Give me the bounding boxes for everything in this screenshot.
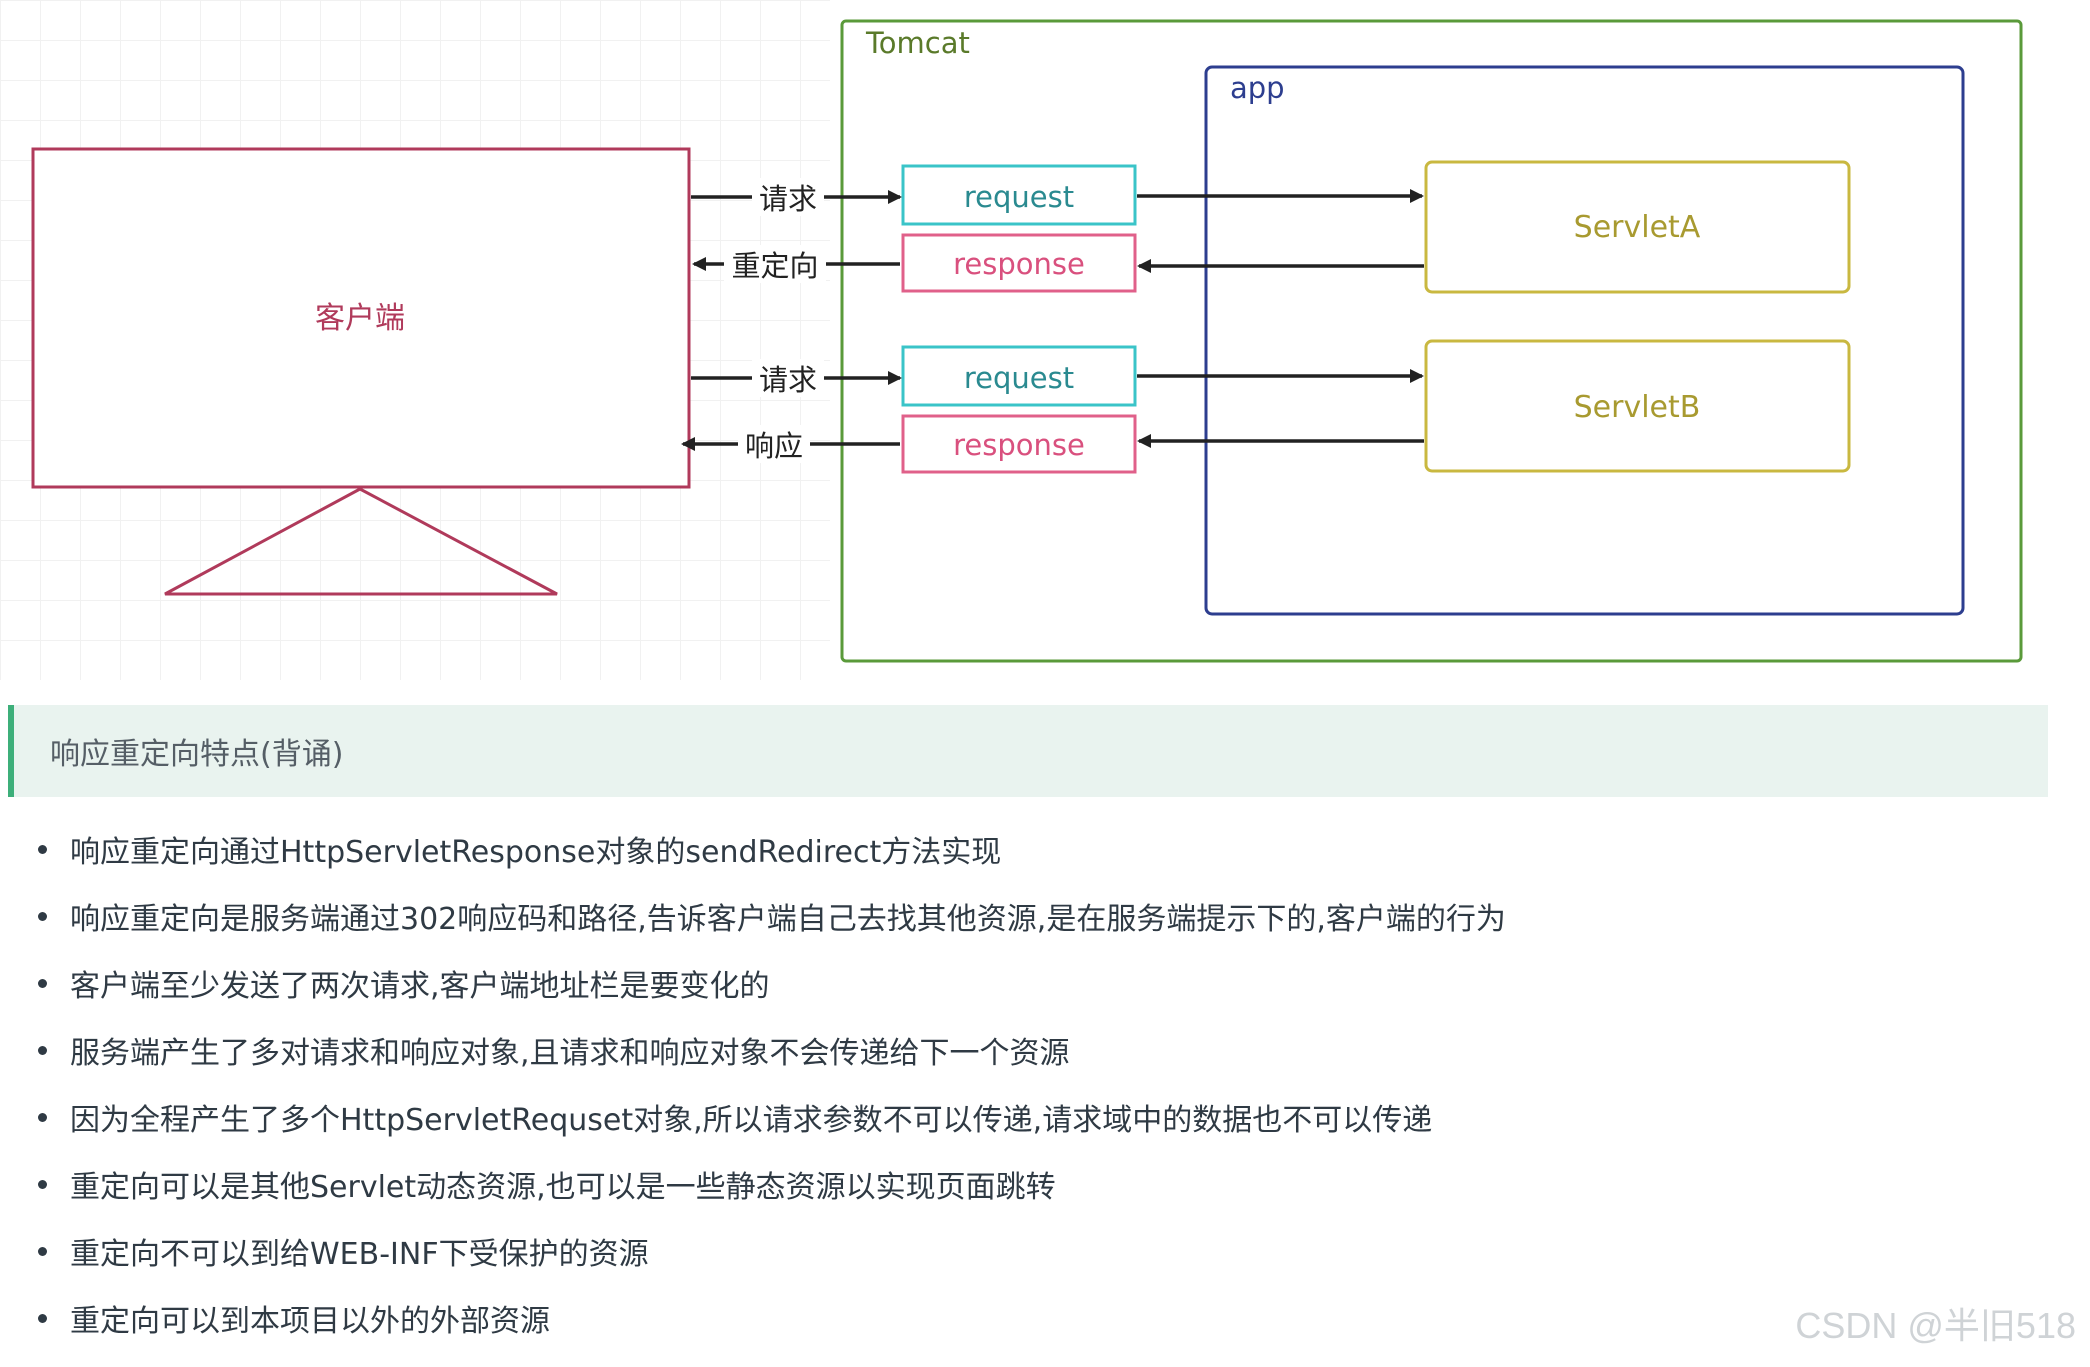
list-item-text: 响应重定向通过HttpServletResponse对象的sendRedirec… [70,834,1002,870]
edge-label-bg [738,425,810,463]
edge-label-response: 响应 [745,429,803,463]
notes-list: 响应重定向通过HttpServletResponse对象的sendRedirec… [0,815,2000,1351]
client-monitor-stand [164,487,558,596]
list-item-text: 重定向不可以到给WEB-INF下受保护的资源 [70,1236,649,1272]
redirect-diagram: 客户端 Tomcat app ServletA ServletB request… [0,0,2023,680]
list-item: 重定向可以是其他Servlet动态资源,也可以是一些静态资源以实现页面跳转 [0,1150,2000,1217]
bullet-icon [38,1314,47,1323]
app-container [1204,65,1965,616]
diagram-canvas: 客户端 Tomcat app ServletA ServletB request… [0,0,2023,680]
client-label: 客户端 [315,301,405,336]
response-box-2 [901,414,1137,474]
bullet-icon [38,912,47,921]
list-item: 因为全程产生了多个HttpServletRequset对象,所以请求参数不可以传… [0,1083,2000,1150]
request-label-1: request [964,180,1074,214]
servlet-b-label: ServletB [1574,390,1701,425]
list-item: 重定向可以到本项目以外的外部资源 [0,1284,2000,1351]
tomcat-container [840,19,2023,663]
list-item: 响应重定向通过HttpServletResponse对象的sendRedirec… [0,815,2000,882]
servlet-a-box [1424,160,1851,294]
edge-label-bg [724,245,826,283]
response-label-1: response [953,247,1085,281]
tomcat-label: Tomcat [865,26,970,60]
bullet-icon [38,1113,47,1122]
bullet-icon [38,845,47,854]
notes-header-title: 响应重定向特点(背诵) [50,737,344,772]
request-box-1 [901,164,1137,226]
bullet-icon [38,979,47,988]
list-item-text: 因为全程产生了多个HttpServletRequset对象,所以请求参数不可以传… [70,1102,1433,1138]
watermark: CSDN @半旧518 [1795,1305,2076,1346]
request-box-2 [901,345,1137,407]
notes-header: 响应重定向特点(背诵) [8,705,2048,797]
list-item: 服务端产生了多对请求和响应对象,且请求和响应对象不会传递给下一个资源 [0,1016,2000,1083]
client-box [31,147,691,489]
response-box-1 [901,233,1137,293]
list-item-text: 客户端至少发送了两次请求,客户端地址栏是要变化的 [70,968,770,1004]
response-label-2: response [953,428,1085,462]
servlet-b-box [1424,339,1851,473]
list-item-text: 响应重定向是服务端通过302响应码和路径,告诉客户端自己去找其他资源,是在服务端… [70,901,1506,937]
list-item: 响应重定向是服务端通过302响应码和路径,告诉客户端自己去找其他资源,是在服务端… [0,882,2000,949]
list-item: 客户端至少发送了两次请求,客户端地址栏是要变化的 [0,949,2000,1016]
edge-label-request-2: 请求 [759,363,817,397]
bullet-icon [38,1247,47,1256]
app-label: app [1230,71,1285,105]
edge-label-bg [752,178,824,216]
servlet-a-label: ServletA [1574,210,1701,245]
edge-label-bg [752,359,824,397]
list-item-text: 重定向可以到本项目以外的外部资源 [70,1303,550,1339]
bullet-icon [38,1180,47,1189]
list-item-text: 重定向可以是其他Servlet动态资源,也可以是一些静态资源以实现页面跳转 [70,1169,1056,1205]
list-item-text: 服务端产生了多对请求和响应对象,且请求和响应对象不会传递给下一个资源 [70,1035,1070,1071]
bullet-icon [38,1046,47,1055]
list-item: 重定向不可以到给WEB-INF下受保护的资源 [0,1217,2000,1284]
edge-label-redirect: 重定向 [731,249,818,283]
request-label-2: request [964,361,1074,395]
edge-label-request-1: 请求 [759,182,817,216]
